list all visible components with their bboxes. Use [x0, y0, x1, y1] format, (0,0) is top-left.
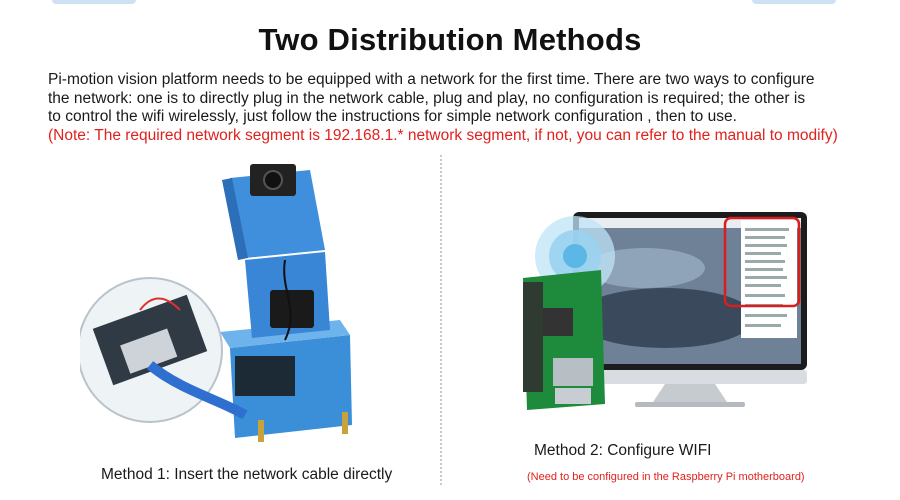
section-divider: [440, 155, 442, 485]
intro-line: the network: one is to directly plug in …: [48, 89, 806, 107]
top-decoration-right: [752, 0, 836, 4]
top-decoration-left: [52, 0, 136, 4]
method1-illustration: [80, 160, 380, 450]
method2-subcaption: (Need to be configured in the Raspberry …: [527, 471, 805, 483]
method2-caption: Method 2: Configure WIFI: [534, 442, 712, 459]
intro-paragraph: Pi-motion vision platform needs to be eq…: [48, 71, 868, 145]
method1-caption: Method 1: Insert the network cable direc…: [101, 466, 393, 483]
intro-line: Pi-motion vision platform needs to be eq…: [48, 71, 815, 88]
network-segment-note: (Note: The required network segment is 1…: [48, 126, 838, 144]
method2-illustration: [515, 198, 815, 413]
page-title: Two Distribution Methods: [258, 22, 642, 57]
intro-line: to control the wifi wirelessly, just fol…: [48, 108, 737, 126]
